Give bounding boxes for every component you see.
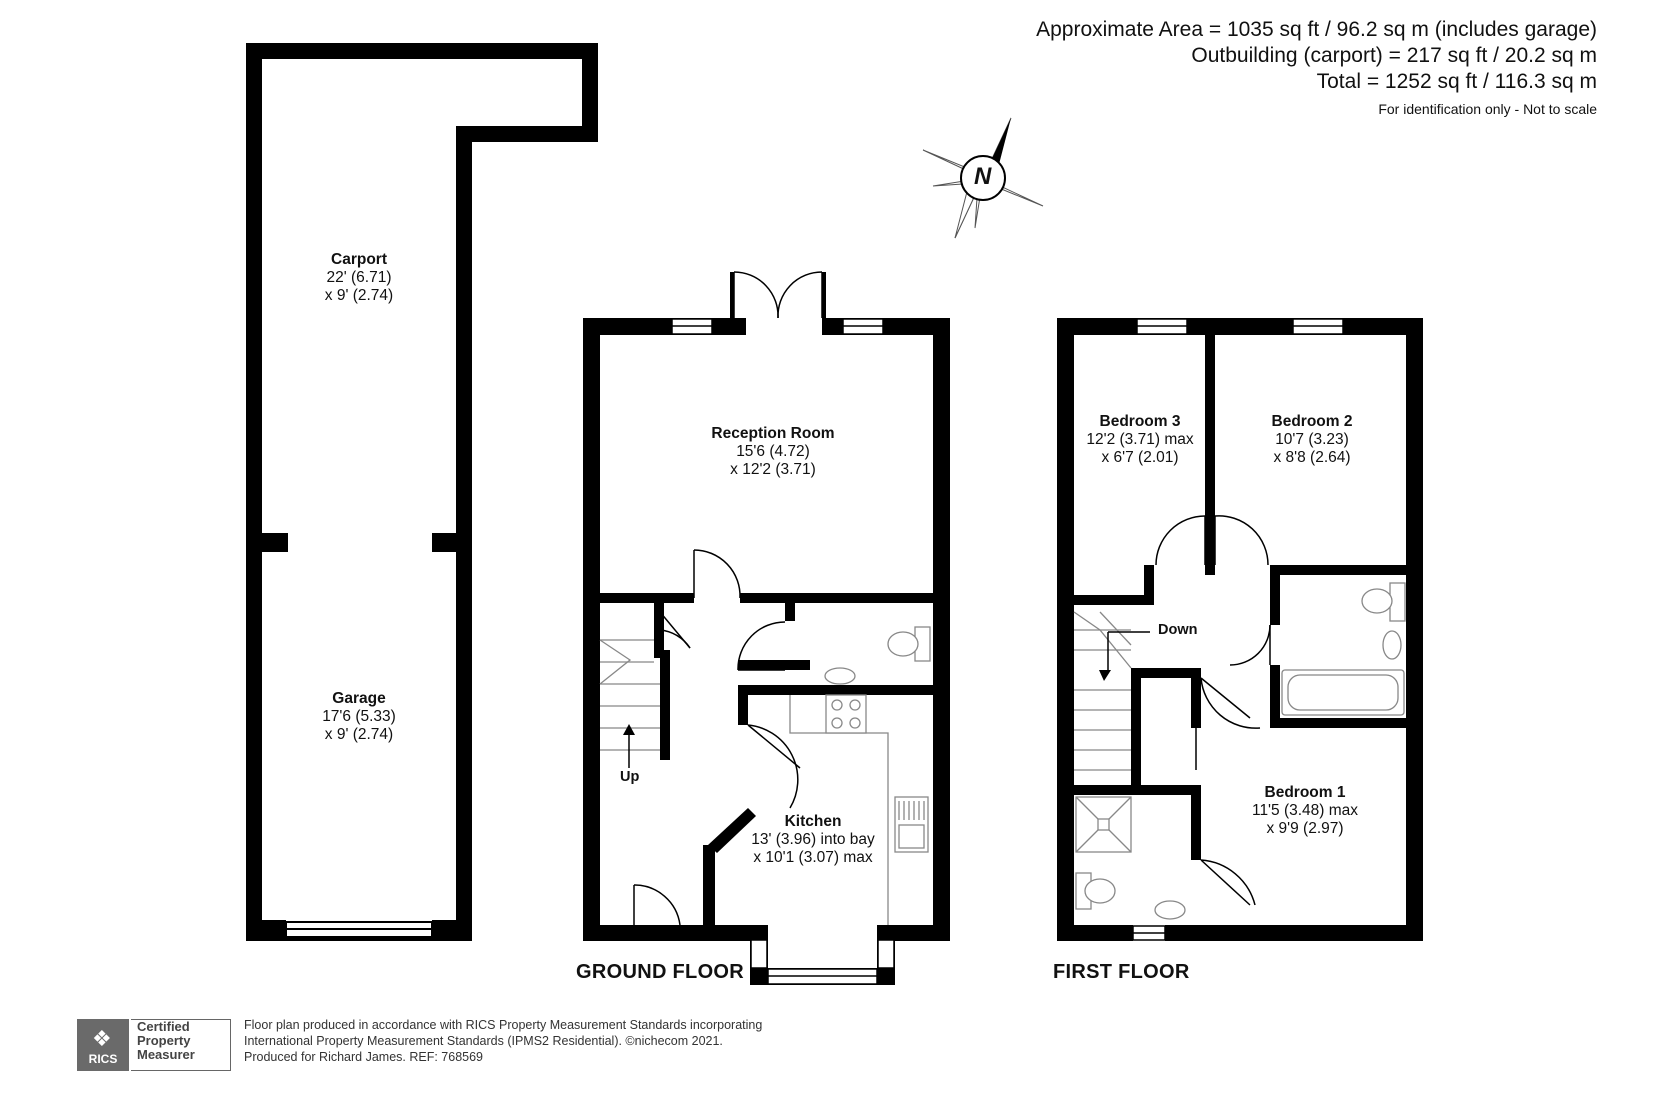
room-dimension: x 9'9 (2.97) [1266, 820, 1344, 837]
room-dimension: x 10'1 (3.07) max [753, 849, 873, 866]
room-dimension: 10'7 (3.23) [1275, 431, 1349, 448]
footer-line: International Property Measurement Stand… [244, 1034, 723, 1048]
room-dimension: 12'2 (3.71) max [1086, 431, 1194, 448]
room-name: Garage [332, 690, 386, 707]
rics-certified-badge: ❖ RICS Certified Property Measurer [77, 1019, 232, 1071]
room-dimension: x 9' (2.74) [324, 287, 394, 304]
room-dimension: x 8'8 (2.64) [1273, 449, 1351, 466]
room-name: Bedroom 3 [1099, 413, 1181, 430]
rics-line: Certified [137, 1019, 190, 1034]
total-area-text: Total = 1252 sq ft / 116.3 sq m [1316, 70, 1597, 93]
room-label-bedroom-2: Bedroom 2 10'7 (3.23) x 8'8 (2.64) [1272, 413, 1353, 467]
room-name: Bedroom 2 [1271, 413, 1353, 430]
room-name: Carport [331, 251, 387, 268]
room-label-bedroom-1: Bedroom 1 11'5 (3.48) max x 9'9 (2.97) [1252, 784, 1358, 838]
carport-garage-outline [246, 43, 598, 941]
room-dimension: x 12'2 (3.71) [730, 461, 816, 478]
room-label-garage: Garage 17'6 (5.33) x 9' (2.74) [322, 690, 396, 744]
footer-notes: Floor plan produced in accordance with R… [244, 1017, 762, 1065]
ground-floor-label: GROUND FLOOR [576, 961, 745, 983]
ground-floor-fixtures [789, 626, 931, 925]
stairs-down-label: Down [1158, 622, 1198, 638]
footer-line: Produced for Richard James. REF: 768569 [244, 1050, 484, 1064]
approximate-area-text: Approximate Area = 1035 sq ft / 96.2 sq … [1036, 18, 1597, 41]
rics-logo: ❖ RICS [77, 1019, 129, 1071]
first-floor-fixtures [1075, 582, 1406, 920]
room-label-reception: Reception Room 15'6 (4.72) x 12'2 (3.71) [711, 425, 834, 479]
room-dimension: 22' (6.71) [326, 269, 392, 286]
first-floor-stairs [1073, 611, 1150, 771]
room-label-kitchen: Kitchen 13' (3.96) into bay x 10'1 (3.07… [751, 813, 875, 867]
ground-floor-windows [671, 318, 895, 985]
outbuilding-area-text: Outbuilding (carport) = 217 sq ft / 20.2… [1191, 44, 1597, 67]
ground-floor-walls [583, 272, 950, 985]
room-dimension: 11'5 (3.48) max [1251, 802, 1359, 819]
stairs-up-label: Up [620, 769, 640, 785]
first-floor-windows [1132, 318, 1344, 941]
garage-door [285, 921, 433, 938]
room-dimension: x 9' (2.74) [324, 726, 394, 743]
footer-line: Floor plan produced in accordance with R… [244, 1018, 763, 1032]
room-label-bedroom-3: Bedroom 3 12'2 (3.71) max x 6'7 (2.01) [1086, 413, 1193, 467]
room-dimension: x 6'7 (2.01) [1101, 449, 1179, 466]
room-name: Bedroom 1 [1264, 784, 1346, 801]
rics-certification-text: Certified Property Measurer [131, 1019, 231, 1071]
room-label-carport: Carport 22' (6.71) x 9' (2.74) [325, 251, 393, 305]
first-floor-label: FIRST FLOOR [1053, 961, 1190, 983]
rics-line: Property [137, 1033, 191, 1048]
ground-floor-doors [633, 271, 823, 926]
ground-floor-stairs [599, 639, 660, 768]
compass-rose [922, 117, 1044, 239]
compass-north-letter: N [974, 163, 992, 190]
room-dimension: 15'6 (4.72) [736, 443, 810, 460]
room-dimension: 13' (3.96) into bay [751, 831, 875, 848]
rics-line: Measurer [137, 1047, 195, 1062]
rics-logo-text: RICS [88, 1052, 118, 1066]
first-floor-doors [1155, 515, 1271, 906]
rics-emblem-icon: ❖ [92, 1026, 112, 1051]
room-dimension: 17'6 (5.33) [322, 708, 396, 725]
room-name: Reception Room [711, 425, 835, 442]
disclaimer-text: For identification only - Not to scale [1378, 101, 1597, 117]
room-name: Kitchen [784, 813, 842, 830]
